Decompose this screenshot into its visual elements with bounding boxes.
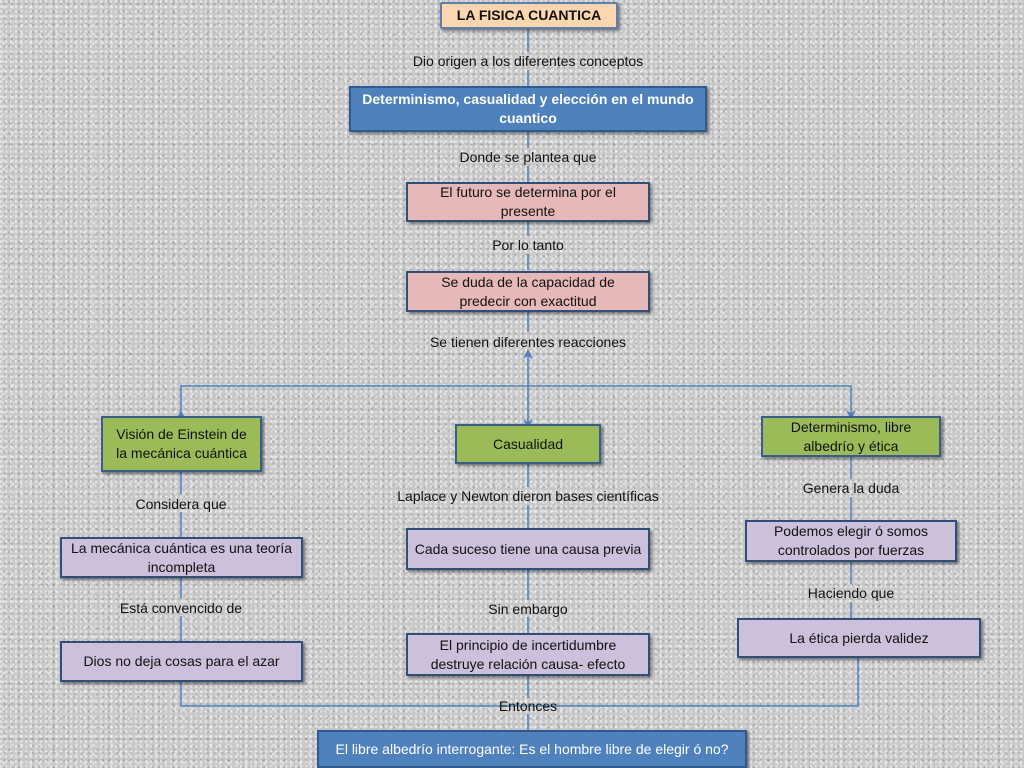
node-azar: Dios no deja cosas para el azar xyxy=(60,641,303,682)
node-casualidad: Casualidad xyxy=(455,424,601,464)
branch-bar xyxy=(176,385,856,420)
node-elegir: Podemos elegir ó somos controlados por f… xyxy=(745,520,957,562)
link-label-entonces: Entonces xyxy=(498,698,558,714)
node-futuro: El futuro se determina por el presente xyxy=(406,182,650,222)
node-determinismo: Determinismo, casualidad y elección en e… xyxy=(349,86,707,132)
link-label-plantea: Donde se plantea que xyxy=(459,149,597,165)
node-final: El libre albedrío interrogante: Es el ho… xyxy=(317,730,747,768)
node-etica: La ética pierda validez xyxy=(737,618,981,658)
node-einstein: Visión de Einstein de la mecánica cuánti… xyxy=(101,416,262,472)
link-label-origen: Dio origen a los diferentes conceptos xyxy=(412,53,644,69)
node-duda: Se duda de la capacidad de predecir con … xyxy=(406,271,650,312)
link-label-laplace: Laplace y Newton dieron bases científica… xyxy=(397,488,659,504)
connector-bottom xyxy=(180,658,859,707)
node-causa: Cada suceso tiene una causa previa xyxy=(406,528,650,570)
link-label-tanto: Por lo tanto xyxy=(492,237,564,253)
node-libre: Determinismo, libre albedrío y ética xyxy=(761,416,941,457)
title-box: LA FISICA CUANTICA xyxy=(440,2,618,29)
node-incompleta: La mecánica cuántica es una teoría incom… xyxy=(60,537,303,578)
link-label-sin-embargo: Sin embargo xyxy=(488,601,568,617)
link-label-genera: Genera la duda xyxy=(802,480,900,496)
link-label-reacciones: Se tienen diferentes reacciones xyxy=(429,334,627,350)
link-label-considera: Considera que xyxy=(135,496,227,512)
link-label-convencido: Está convencido de xyxy=(119,600,243,616)
link-label-haciendo: Haciendo que xyxy=(807,585,895,601)
node-incertidumbre: El principio de incertidumbre destruye r… xyxy=(406,633,650,676)
